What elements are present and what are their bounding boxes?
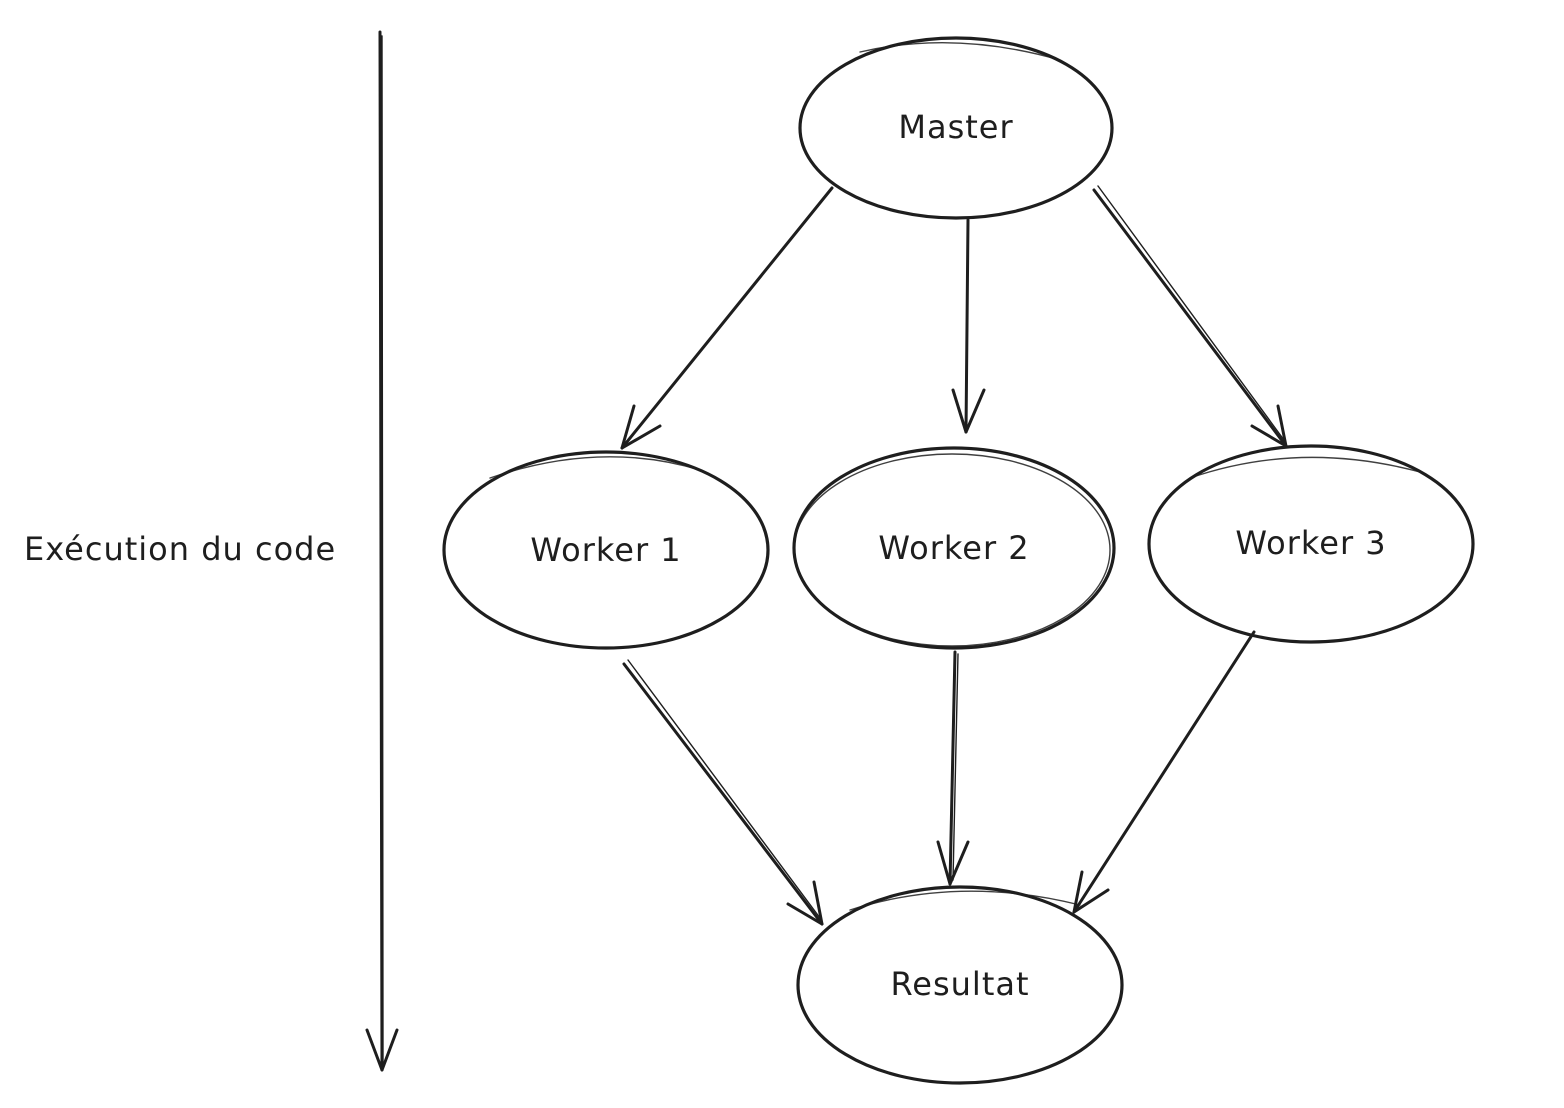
node-master-label: Master [898,108,1013,146]
timeline-label: Exécution du code [24,530,336,568]
edge-worker-1-result [622,659,824,926]
node-worker-2-label: Worker 2 [878,529,1029,567]
node-worker-1-label: Worker 1 [530,531,681,569]
edge-master-worker-3 [1092,185,1288,448]
node-worker-3-label: Worker 3 [1235,524,1386,562]
node-master: Master [798,36,1114,220]
edge-worker-3-result [1072,630,1256,914]
edge-worker-2-result [936,650,970,886]
timeline-arrow [365,30,399,1072]
node-worker-3: Worker 3 [1147,444,1475,644]
node-worker-2: Worker 2 [792,446,1116,650]
node-result: Resultat [796,885,1124,1085]
edge-master-worker-1 [620,186,834,450]
node-result-label: Resultat [890,965,1029,1003]
edge-master-worker-2 [951,218,986,434]
node-worker-1: Worker 1 [442,450,770,650]
